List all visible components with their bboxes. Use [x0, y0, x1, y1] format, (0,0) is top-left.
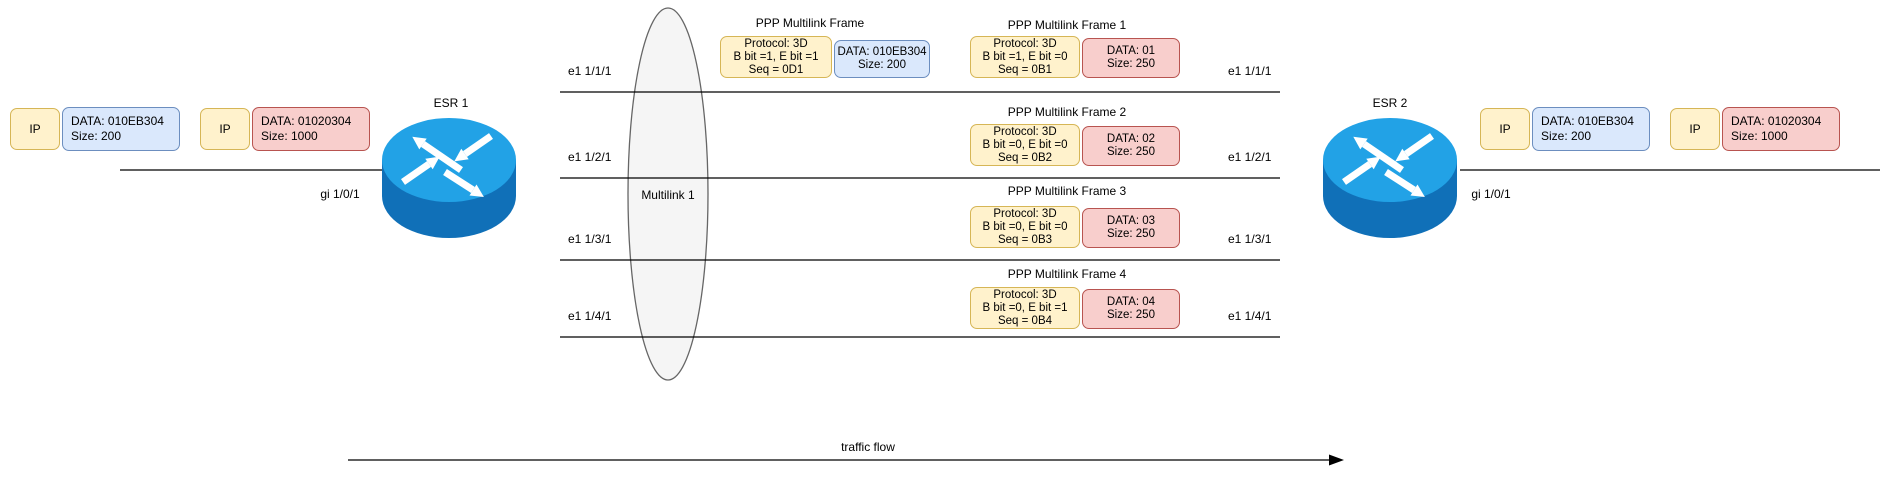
traffic-flow-label: traffic flow — [841, 440, 895, 454]
fragment1-data-box[interactable]: DATA: 01 Size: 250 — [1082, 38, 1180, 78]
frame-seq: Seq = 0D1 — [748, 63, 804, 76]
data-size: Size: 250 — [1107, 58, 1155, 70]
e1-2-right-label: e1 1/2/1 — [1228, 150, 1272, 164]
data-value: DATA: 01020304 — [1731, 114, 1822, 128]
router-icon-esr1[interactable] — [382, 118, 516, 238]
multilink-bundle-label: Multilink 1 — [641, 188, 695, 202]
frame-protocol: Protocol: 3D — [993, 207, 1057, 220]
multilink-bundle-ellipse[interactable] — [627, 7, 709, 381]
e1-4-right-label: e1 1/4/1 — [1228, 309, 1272, 323]
frame-seq: Seq = 0B4 — [997, 314, 1053, 327]
aggregate-frame-header-box[interactable]: Protocol: 3D B bit =1, E bit =1 Seq = 0D… — [720, 36, 832, 78]
frame-bits: B bit =1, E bit =0 — [982, 50, 1068, 63]
frame-bits: B bit =1, E bit =1 — [733, 50, 819, 63]
fragment4-data-box[interactable]: DATA: 04 Size: 250 — [1082, 289, 1180, 329]
data-size: Size: 1000 — [261, 129, 318, 143]
e1-2-left-label: e1 1/2/1 — [568, 150, 612, 164]
e1-4-left-label: e1 1/4/1 — [568, 309, 612, 323]
fragment2-title: PPP Multilink Frame 2 — [1007, 105, 1127, 119]
data-size: Size: 200 — [858, 59, 906, 71]
right-packet1-data-box[interactable]: DATA: 010EB304 Size: 200 — [1532, 107, 1650, 151]
fragment4-header-box[interactable]: Protocol: 3D B bit =0, E bit =1 Seq = 0B… — [970, 287, 1080, 329]
data-value: DATA: 010EB304 — [837, 46, 927, 58]
left-packet1-ip-header[interactable]: IP — [10, 108, 60, 150]
right-packet2-ip-header[interactable]: IP — [1670, 108, 1720, 150]
data-size: Size: 250 — [1107, 146, 1155, 158]
e1-3-left-label: e1 1/3/1 — [568, 232, 612, 246]
data-value: DATA: 01020304 — [261, 114, 352, 128]
esr2-interface-label: gi 1/0/1 — [1471, 187, 1511, 201]
fragment2-header-box[interactable]: Protocol: 3D B bit =0, E bit =0 Seq = 0B… — [970, 124, 1080, 166]
frame-bits: B bit =0, E bit =0 — [982, 138, 1068, 151]
fragment3-title: PPP Multilink Frame 3 — [1007, 184, 1127, 198]
left-packet2-ip-header[interactable]: IP — [200, 108, 250, 150]
ip-label: IP — [1499, 121, 1511, 136]
frame-seq: Seq = 0B3 — [997, 233, 1053, 246]
e1-1-right-label: e1 1/1/1 — [1228, 64, 1272, 78]
data-size: Size: 200 — [71, 129, 122, 143]
data-size: Size: 1000 — [1731, 129, 1788, 143]
fragment3-header-box[interactable]: Protocol: 3D B bit =0, E bit =0 Seq = 0B… — [970, 206, 1080, 248]
data-value: DATA: 010EB304 — [71, 114, 164, 128]
left-packet1-data-box[interactable]: DATA: 010EB304 Size: 200 — [62, 107, 180, 151]
right-packet2-data-box[interactable]: DATA: 01020304 Size: 1000 — [1722, 107, 1840, 151]
esr2-name-label: ESR 2 — [1372, 96, 1408, 110]
fragment2-data-box[interactable]: DATA: 02 Size: 250 — [1082, 126, 1180, 166]
fragment4-title: PPP Multilink Frame 4 — [1007, 267, 1127, 281]
frame-seq: Seq = 0B1 — [997, 63, 1053, 76]
esr1-name-label: ESR 1 — [433, 96, 469, 110]
data-value: DATA: 02 — [1106, 133, 1156, 145]
frame-protocol: Protocol: 3D — [993, 125, 1057, 138]
data-size: Size: 200 — [1541, 129, 1592, 143]
fragment1-header-box[interactable]: Protocol: 3D B bit =1, E bit =0 Seq = 0B… — [970, 36, 1080, 78]
esr1-interface-label: gi 1/0/1 — [320, 187, 360, 201]
frame-seq: Seq = 0B2 — [997, 151, 1053, 164]
ip-label: IP — [219, 121, 231, 136]
data-value: DATA: 03 — [1106, 215, 1156, 227]
frame-bits: B bit =0, E bit =1 — [982, 301, 1068, 314]
aggregate-frame-title: PPP Multilink Frame — [755, 16, 865, 30]
frame-protocol: Protocol: 3D — [744, 37, 808, 50]
e1-1-left-label: e1 1/1/1 — [568, 64, 612, 78]
data-size: Size: 250 — [1107, 228, 1155, 240]
frame-protocol: Protocol: 3D — [993, 37, 1057, 50]
fragment1-title: PPP Multilink Frame 1 — [1007, 18, 1127, 32]
left-packet2-data-box[interactable]: DATA: 01020304 Size: 1000 — [252, 107, 370, 151]
frame-protocol: Protocol: 3D — [993, 288, 1057, 301]
data-value: DATA: 010EB304 — [1541, 114, 1634, 128]
data-value: DATA: 04 — [1106, 296, 1156, 308]
traffic-flow-arrowhead-icon — [1329, 454, 1344, 466]
right-packet1-ip-header[interactable]: IP — [1480, 108, 1530, 150]
e1-3-right-label: e1 1/3/1 — [1228, 232, 1272, 246]
data-value: DATA: 01 — [1106, 45, 1156, 57]
data-size: Size: 250 — [1107, 309, 1155, 321]
router-icon-esr2[interactable] — [1323, 118, 1457, 238]
aggregate-frame-data-box[interactable]: DATA: 010EB304 Size: 200 — [834, 40, 930, 78]
frame-bits: B bit =0, E bit =0 — [982, 220, 1068, 233]
ip-label: IP — [1689, 121, 1701, 136]
ip-label: IP — [29, 121, 41, 136]
fragment3-data-box[interactable]: DATA: 03 Size: 250 — [1082, 208, 1180, 248]
